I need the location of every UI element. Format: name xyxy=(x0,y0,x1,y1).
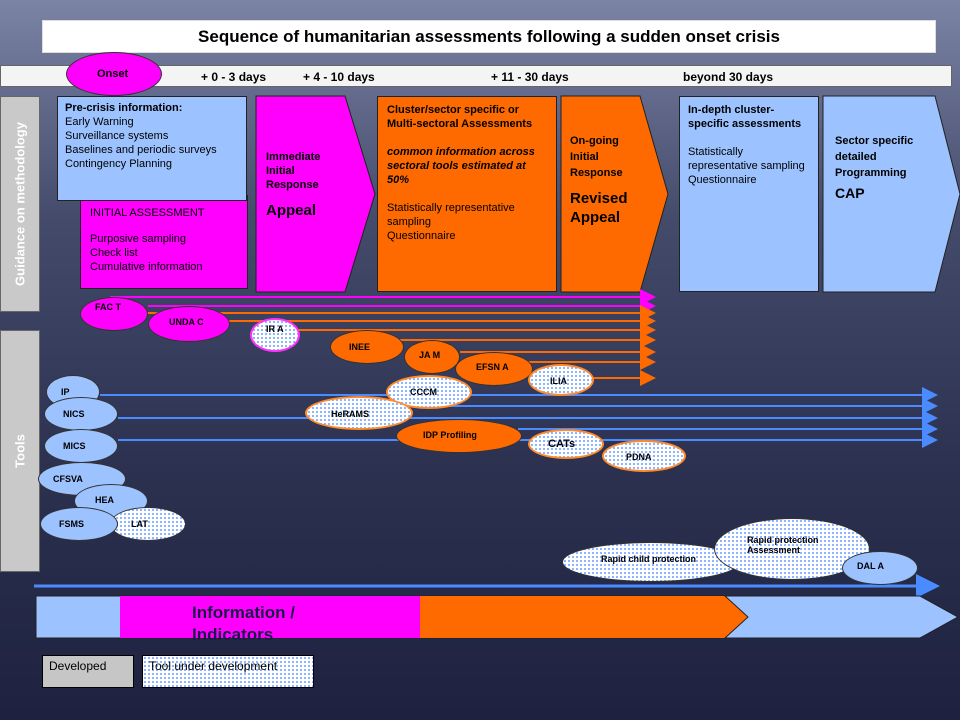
cluster-line: Questionnaire xyxy=(387,230,456,242)
timeline-period-2: + 4 - 10 days xyxy=(303,70,375,84)
initial-assessment-box: INITIAL ASSESSMENT Purposive sampling Ch… xyxy=(80,195,248,289)
tool-ilia: ILIA xyxy=(528,364,594,396)
ongoing-response-text: On-going Initial Response Revised Appeal xyxy=(570,133,650,227)
cluster-assessment-box: Cluster/sector specific or Multi-sectora… xyxy=(377,96,557,292)
cluster-line: Statistically representative sampling xyxy=(387,202,515,228)
tool-jam: JA M xyxy=(404,340,460,374)
page-title: Sequence of humanitarian assessments fol… xyxy=(42,20,936,53)
tool-pdna: PDNA xyxy=(602,440,686,472)
tool-cats: CATs xyxy=(528,429,604,459)
sector-programming-text: Sector specific detailed Programming CAP xyxy=(835,133,935,201)
tool-fact: FAC T xyxy=(80,297,148,331)
revised-appeal-label: Revised Appeal xyxy=(570,190,628,226)
timeline-bar: + 0 - 3 days + 4 - 10 days + 11 - 30 day… xyxy=(0,65,952,87)
initial-line: Cumulative information xyxy=(90,261,203,273)
tool-herams: HeRAMS xyxy=(305,396,413,430)
precrisis-line: Contingency Planning xyxy=(65,158,173,170)
tool-rapid-protection-assessment: Rapid protection Assessment xyxy=(714,518,870,580)
timeline-period-3: + 11 - 30 days xyxy=(491,70,569,84)
tool-ira: IR A xyxy=(250,318,300,352)
legend-under-development: Tool under development xyxy=(142,655,314,688)
initial-assessment-title: INITIAL ASSESSMENT xyxy=(90,207,205,219)
ongoing-response-chevron xyxy=(560,95,669,293)
precrisis-title: Pre-crisis information: xyxy=(65,102,183,114)
indepth-title: In-depth cluster-specific assessments xyxy=(688,104,802,130)
precrisis-box: Pre-crisis information: Early Warning Su… xyxy=(57,96,247,201)
tool-inee: INEE xyxy=(330,330,404,364)
guidance-side-label: Guidance on methodology xyxy=(0,96,40,312)
tool-idp-profiling: IDP Profiling xyxy=(396,419,522,453)
onset-marker: Onset xyxy=(66,52,162,96)
initial-line: Purposive sampling xyxy=(90,233,186,245)
sector-title: Sector specific detailed Programming xyxy=(835,135,914,179)
immediate-title: Immediate Initial Response xyxy=(266,151,321,191)
tool-undac: UNDA C xyxy=(148,306,230,342)
precrisis-line: Baselines and periodic surveys xyxy=(65,144,217,156)
appeal-label: Appeal xyxy=(266,202,317,219)
info-indicators-label: Information / Indicators xyxy=(192,603,295,644)
sector-programming-chevron xyxy=(822,95,960,293)
cluster-italic-note: common information across sectoral tools… xyxy=(387,146,535,186)
tool-nics: NICS xyxy=(44,397,118,431)
indepth-line: Questionnaire xyxy=(688,174,757,186)
tools-side-label: Tools xyxy=(0,330,40,572)
tool-dala: DAL A xyxy=(842,551,918,585)
tool-rapid-child-protection: Rapid child protection xyxy=(562,542,740,582)
precrisis-line: Surveillance systems xyxy=(65,130,169,142)
tool-efsna: EFSN A xyxy=(455,352,533,386)
info-bar-blue-end xyxy=(723,595,960,639)
onset-label: Onset xyxy=(97,68,129,80)
indepth-line: Statistically representative sampling xyxy=(688,146,805,172)
legend-developed: Developed xyxy=(42,655,134,688)
cluster-title: Cluster/sector specific or Multi-sectora… xyxy=(387,104,533,130)
timeline-period-4: beyond 30 days xyxy=(683,70,774,84)
cap-label: CAP xyxy=(835,185,865,201)
precrisis-line: Early Warning xyxy=(65,116,134,128)
initial-line: Check list xyxy=(90,247,138,259)
indepth-assessment-box: In-depth cluster-specific assessments St… xyxy=(679,96,819,292)
ongoing-title: On-going Initial Response xyxy=(570,135,623,179)
immediate-response-text: Immediate Initial Response Appeal xyxy=(266,150,346,218)
tool-lat: LAT xyxy=(110,507,186,541)
info-bar-orange xyxy=(420,596,770,638)
immediate-response-chevron xyxy=(255,95,376,293)
tool-mics: MICS xyxy=(44,429,118,463)
timeline-period-1: + 0 - 3 days xyxy=(201,70,267,84)
tool-fsms: FSMS xyxy=(40,507,118,541)
